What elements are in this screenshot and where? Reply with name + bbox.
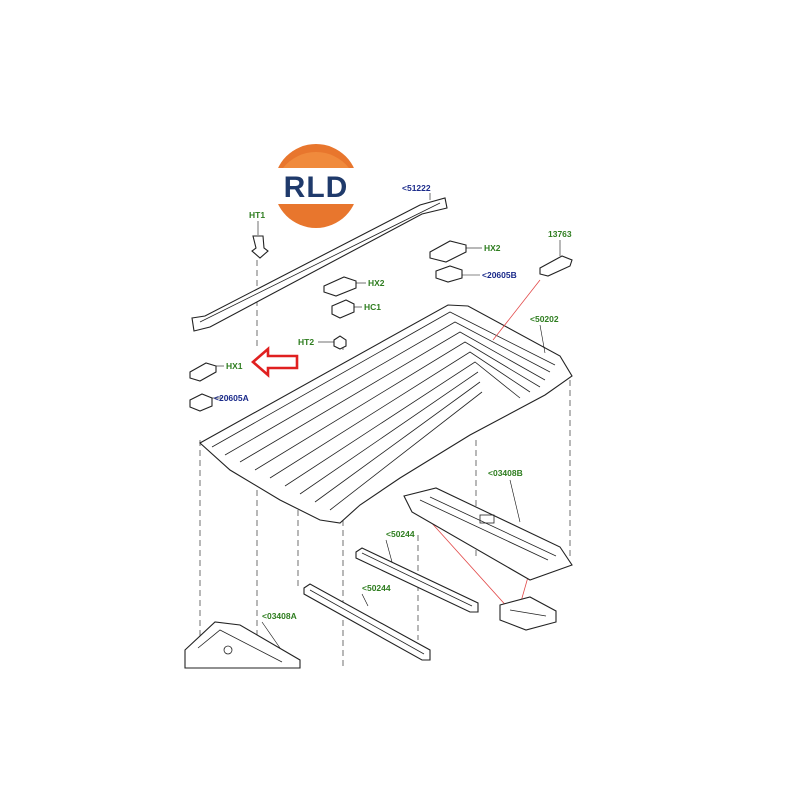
hx2-mid-bracket (323, 276, 366, 297)
red-leader-13763-a (492, 279, 541, 341)
callout-ht1: HT1 (249, 210, 265, 220)
callout-hc1: HC1 (364, 302, 381, 312)
callout-hx1: HX1 (226, 361, 243, 371)
cross-bow-upper (355, 539, 479, 613)
callout-51222: <51222 (402, 183, 431, 193)
highlight-arrow (251, 346, 299, 378)
callout-50244-b: <50244 (362, 583, 391, 593)
callout-hx2-mid: HX2 (368, 278, 385, 288)
callout-03408a: <03408A (262, 611, 297, 621)
red-leader-03408b-a (419, 509, 511, 611)
rld-logo: RLD (272, 144, 360, 228)
callout-50202: <50202 (530, 314, 559, 324)
hx1-bracket (189, 362, 224, 382)
rear-lower-bracket (499, 596, 557, 631)
20605a-clip (189, 393, 222, 412)
callout-03408b: <03408B (488, 468, 523, 478)
logo-text: RLD (284, 171, 349, 204)
callout-ht2: HT2 (298, 337, 314, 347)
13763-bracket (539, 240, 573, 277)
20605b-clip (435, 265, 480, 283)
callout-50244-a: <50244 (386, 529, 415, 539)
roof-rail-strip (191, 197, 448, 332)
hc1-clip (331, 299, 362, 319)
cross-bow-lower (303, 583, 431, 661)
hx2-top-bracket (429, 240, 482, 263)
callout-20605a: <20605A (214, 393, 249, 403)
front-reinforcement (184, 621, 301, 669)
rear-reinforcement (403, 479, 573, 581)
callout-hx2-top: HX2 (484, 243, 501, 253)
leader-50202 (539, 324, 546, 354)
roof-panel (199, 304, 573, 524)
ht1-clip (251, 221, 269, 259)
ht2-clip (318, 335, 347, 350)
callout-13763: 13763 (548, 229, 572, 239)
callout-20605b: <20605B (482, 270, 517, 280)
